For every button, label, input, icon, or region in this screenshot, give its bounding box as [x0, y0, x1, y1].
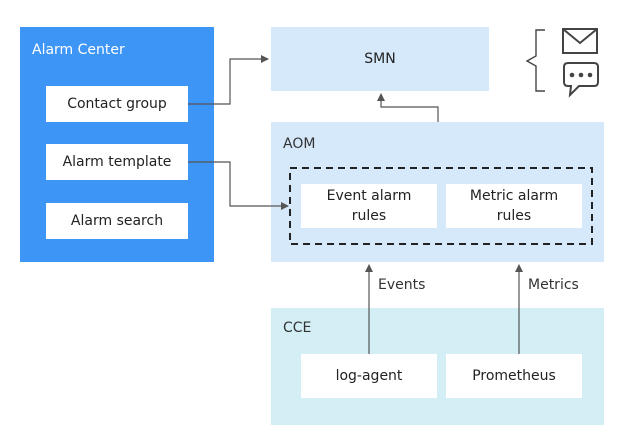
cce-title: CCE [283, 320, 312, 336]
alarm-center-title: Alarm Center [32, 42, 125, 58]
chat-bubble-icon [563, 62, 599, 98]
event-alarm-rules-box: Event alarm rules [301, 184, 437, 228]
prometheus-box: Prometheus [446, 354, 582, 398]
alarm-search-box: Alarm search [46, 203, 188, 239]
metrics-label: Metrics [528, 277, 579, 293]
events-label: Events [378, 277, 426, 293]
alarm-template-to-rules-arrow [188, 161, 289, 210]
contact-group-box: Contact group [46, 86, 188, 122]
metric-alarm-rules-box: Metric alarm rules [446, 184, 582, 228]
alarm-rules-dashed-frame [289, 167, 593, 245]
alarm-template-box: Alarm template [46, 144, 188, 180]
aom-to-smn-arrow [377, 93, 439, 122]
smn-box: SMN [271, 27, 489, 91]
notification-brace [525, 29, 545, 92]
contact-group-to-smn-arrow [188, 55, 269, 105]
aom-title: AOM [283, 136, 316, 152]
mail-icon [562, 28, 598, 54]
log-agent-box: log-agent [301, 354, 437, 398]
